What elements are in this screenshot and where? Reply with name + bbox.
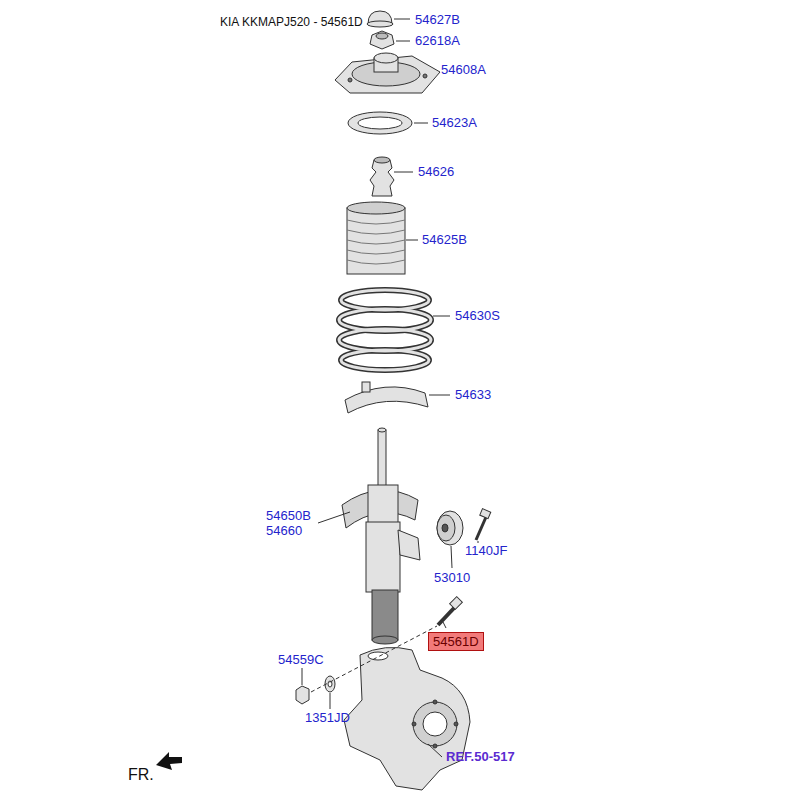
nut-part: [376, 33, 388, 39]
highlight-box: 54561D: [428, 632, 484, 651]
nut-part: [296, 686, 309, 704]
boot-part: [347, 208, 405, 274]
diagram-title: KIA KKMAPJ520 - 54561D: [220, 15, 363, 30]
strut-part: [368, 485, 398, 525]
mount-part: [374, 53, 398, 63]
bushing-part: [437, 511, 463, 545]
strut-part: [366, 522, 400, 592]
callout-number: 62618A: [415, 33, 460, 48]
knuckle-part: [344, 647, 470, 790]
callout-number: 54650B: [266, 508, 311, 523]
callout-number: 54627B: [415, 12, 460, 27]
seat-part: [345, 387, 428, 413]
callout-number: 54626: [418, 164, 454, 179]
callout-number: 54630S: [455, 308, 500, 323]
callout-number: 54559C: [278, 652, 324, 667]
ring-part: [358, 117, 402, 129]
strut-part: [398, 530, 420, 560]
strut-part: [378, 430, 386, 490]
callout-number: 54625B: [422, 232, 467, 247]
ring-part: [348, 112, 412, 134]
boot-part: [347, 202, 405, 214]
bumpstop-part: [370, 160, 394, 196]
nut-part: [370, 31, 394, 49]
callout-number: REF.50-517: [446, 749, 515, 764]
direction-label: FR.: [128, 767, 154, 782]
callout-number: 54660: [266, 523, 302, 538]
callout-number: 54633: [455, 387, 491, 402]
callout-number: 1140JF: [465, 543, 507, 558]
front-arrow: [156, 752, 182, 770]
callout-number: 54623A: [432, 115, 477, 130]
callout-number: 54561D: [433, 634, 479, 649]
cap-part: [367, 21, 393, 27]
callout-number: 1351JD: [305, 710, 350, 725]
callout-number: 54608A: [441, 62, 486, 77]
strut-part: [372, 590, 398, 640]
callout-number: 53010: [434, 570, 470, 585]
